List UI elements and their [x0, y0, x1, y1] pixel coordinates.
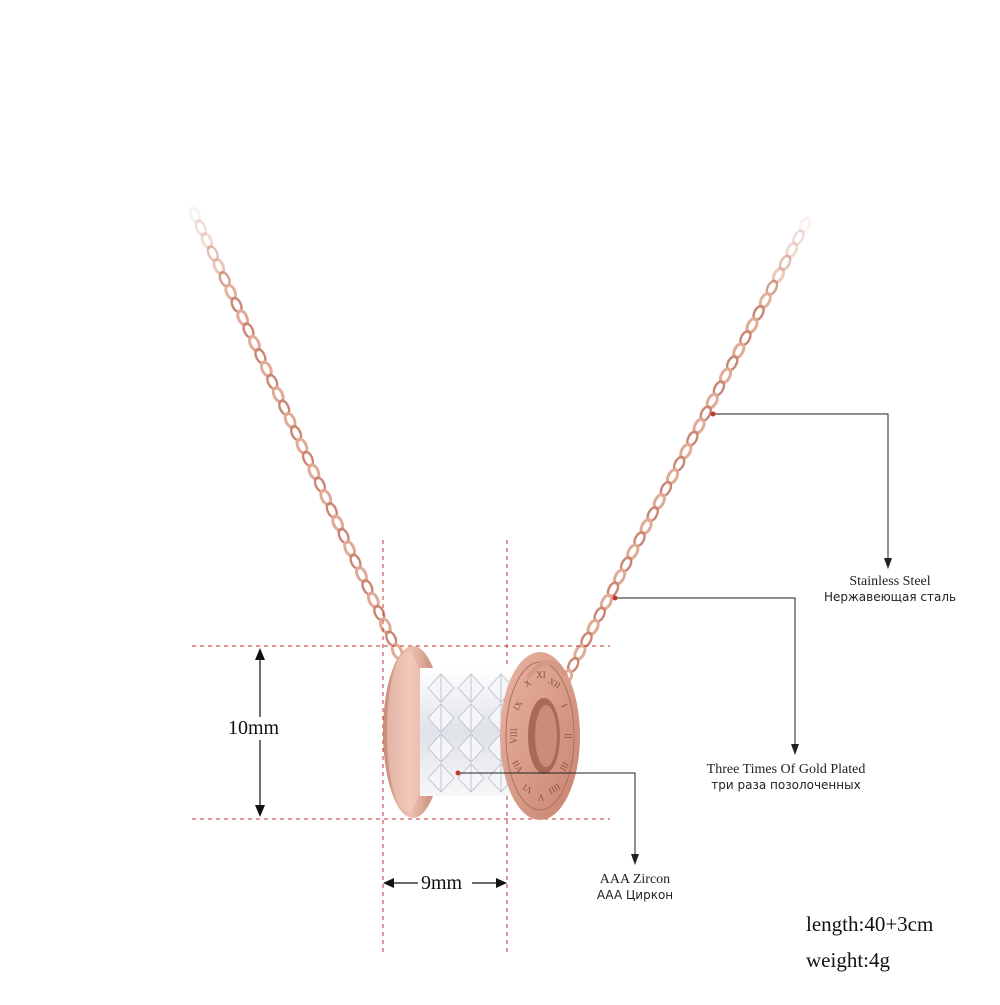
dimension-guides — [192, 540, 610, 955]
leader-arrowheads — [631, 558, 892, 865]
roman-numeral: II — [563, 733, 573, 739]
roman-numeral: X — [522, 677, 533, 689]
callout-stainless-steel: Stainless Steel Нержавеющая сталь — [808, 574, 972, 604]
callout-zircon: AAA Zircon AAA Циркон — [580, 872, 690, 902]
roman-numeral: I — [559, 702, 569, 710]
callout-gold-plated-ru: три раза позолоченных — [711, 778, 861, 792]
leader-plating — [615, 597, 796, 752]
chain-link — [188, 206, 202, 224]
callout-stainless-steel-en: Stainless Steel — [849, 574, 931, 589]
roman-numeral: V — [537, 792, 544, 802]
callout-zircon-ru: AAA Циркон — [596, 888, 674, 902]
callout-stainless-steel-ru: Нержавеющая сталь — [823, 590, 957, 604]
chain-link — [194, 219, 208, 237]
height-dimension-label: 10mm — [226, 717, 282, 740]
callout-gold-plated: Three Times Of Gold Plated три раза позо… — [676, 762, 896, 792]
spec-weight: weight:4g — [806, 948, 890, 972]
width-arrow — [383, 878, 507, 888]
callout-zircon-en: AAA Zircon — [599, 872, 671, 887]
leader-dots — [455, 411, 716, 776]
callout-gold-plated-en: Three Times Of Gold Plated — [706, 762, 866, 777]
chain-left — [188, 206, 422, 699]
chain-link — [798, 216, 812, 234]
roman-numeral: VIII — [509, 728, 519, 744]
chain-link — [792, 229, 805, 246]
spec-length: length:40+3cm — [806, 912, 934, 936]
leader-zircon — [458, 772, 636, 862]
leader-steel — [713, 413, 889, 566]
leader-lines — [458, 413, 889, 862]
roman-numeral: III — [558, 760, 571, 773]
width-dimension-label: 9mm — [421, 872, 463, 894]
chain-right — [553, 216, 812, 699]
roman-numeral: VI — [521, 782, 534, 795]
roman-numeral: XI — [536, 670, 546, 680]
